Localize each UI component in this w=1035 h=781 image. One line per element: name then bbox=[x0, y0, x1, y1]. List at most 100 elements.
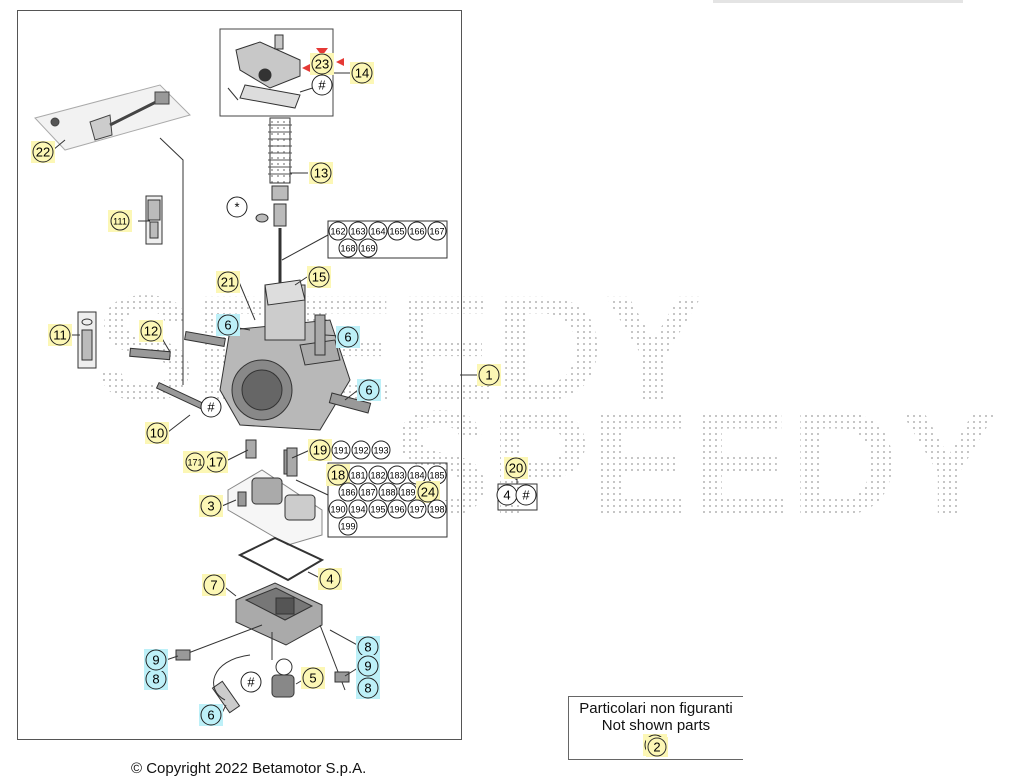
callout-c6d: 6 bbox=[199, 704, 223, 726]
callout-c11-label: 11 bbox=[53, 328, 67, 343]
callout-186-label: 186 bbox=[340, 488, 355, 498]
callout-195: 195 bbox=[368, 499, 388, 519]
callout-c6b: 6 bbox=[336, 326, 360, 348]
callout-164: 164 bbox=[368, 221, 388, 241]
callout-c111-label: 111 bbox=[113, 217, 127, 227]
legend-item: 2 bbox=[653, 740, 660, 755]
callout-c9a: 9 bbox=[144, 649, 168, 671]
callout-chash1-label: # bbox=[318, 78, 326, 93]
group-box-162 bbox=[327, 220, 448, 259]
legend-line-2: Not shown parts bbox=[601, 717, 711, 734]
gasket bbox=[237, 536, 325, 582]
callout-c1: 1 bbox=[477, 364, 501, 386]
spring-needle-stack bbox=[255, 117, 292, 285]
callout-c15-label: 15 bbox=[312, 270, 326, 285]
callout-c20: 20 bbox=[504, 457, 528, 479]
callout-194: 194 bbox=[348, 499, 368, 519]
callout-168: 168 bbox=[338, 238, 358, 258]
callout-c8b-label: 8 bbox=[152, 672, 159, 687]
callout-c4: 4 bbox=[318, 568, 342, 590]
needle-seat bbox=[286, 447, 298, 477]
callout-c7-label: 7 bbox=[210, 578, 217, 593]
callout-c5-label: 5 bbox=[309, 671, 316, 686]
callout-c12: 12 bbox=[139, 320, 163, 342]
callout-197: 197 bbox=[407, 499, 427, 519]
callout-c171-label: 171 bbox=[187, 458, 202, 468]
callout-c17-label: 17 bbox=[209, 455, 223, 470]
callout-c23-label: 23 bbox=[315, 57, 329, 72]
callout-c10-label: 10 bbox=[150, 426, 164, 441]
callout-c6b-label: 6 bbox=[344, 330, 351, 345]
callout-188: 188 bbox=[378, 482, 398, 502]
callout-197-label: 197 bbox=[409, 505, 424, 515]
carburetor-body bbox=[129, 279, 372, 475]
callout-c22: 22 bbox=[31, 141, 55, 163]
callout-c14: 14 bbox=[350, 62, 374, 84]
callout-167: 167 bbox=[427, 221, 447, 241]
part-11 bbox=[77, 311, 97, 369]
throttle-cap-part bbox=[227, 34, 301, 109]
callout-c1-label: 1 bbox=[485, 368, 492, 383]
callout-181-label: 181 bbox=[350, 471, 365, 481]
callout-cstar: * bbox=[226, 196, 248, 218]
callout-184-label: 184 bbox=[409, 471, 424, 481]
callout-c6a: 6 bbox=[216, 314, 240, 336]
callout-chash3: # bbox=[240, 671, 262, 693]
callout-192: 192 bbox=[351, 440, 371, 460]
legend-line-1: Particolari non figuranti bbox=[579, 700, 733, 717]
callout-c21: 21 bbox=[216, 271, 240, 293]
callout-c6c: 6 bbox=[357, 379, 381, 401]
callout-c13-label: 13 bbox=[314, 166, 328, 181]
callout-c8b: 8 bbox=[144, 668, 168, 690]
callout-189: 189 bbox=[398, 482, 418, 502]
callout-c7: 7 bbox=[202, 574, 226, 596]
callout-c21-label: 21 bbox=[221, 275, 235, 290]
callout-166: 166 bbox=[407, 221, 427, 241]
callout-196: 196 bbox=[387, 499, 407, 519]
callout-c20-label: 20 bbox=[509, 461, 523, 476]
callout-c8c-label: 8 bbox=[364, 681, 371, 696]
red-markers bbox=[302, 48, 344, 72]
callout-c19: 19 bbox=[308, 439, 332, 461]
callout-196-label: 196 bbox=[389, 505, 404, 515]
callout-c22-label: 22 bbox=[36, 145, 50, 160]
callout-192-label: 192 bbox=[353, 446, 368, 456]
float-bowl bbox=[175, 582, 350, 714]
callout-c14-label: 14 bbox=[355, 66, 369, 81]
watermark-bottom: SPEEDY bbox=[390, 379, 999, 547]
callout-168-label: 168 bbox=[340, 244, 355, 254]
callout-c3: 3 bbox=[199, 495, 223, 517]
callout-187-label: 187 bbox=[360, 488, 375, 498]
callout-c8c: 8 bbox=[356, 677, 380, 699]
callout-c13: 13 bbox=[309, 162, 333, 184]
callout-c8a-label: 8 bbox=[364, 640, 371, 655]
callout-165: 165 bbox=[387, 221, 407, 241]
callout-c11: 11 bbox=[48, 324, 72, 346]
callout-190: 190 bbox=[328, 499, 348, 519]
callout-162-label: 162 bbox=[330, 227, 345, 237]
callout-c23: 23 bbox=[310, 53, 334, 75]
callout-199: 199 bbox=[338, 516, 358, 536]
callout-186: 186 bbox=[338, 482, 358, 502]
group-box-18 bbox=[327, 462, 448, 538]
callout-chashb: # bbox=[515, 484, 537, 506]
part-111 bbox=[145, 195, 163, 245]
callout-c4b: 4 bbox=[496, 484, 518, 506]
callout-c6c-label: 6 bbox=[365, 383, 372, 398]
callout-183: 183 bbox=[387, 465, 407, 485]
top-scroll-strip bbox=[713, 0, 963, 3]
callout-190-label: 190 bbox=[330, 505, 345, 515]
callout-c9b-label: 9 bbox=[364, 659, 371, 674]
callout-c9a-label: 9 bbox=[152, 653, 159, 668]
callout-167-label: 167 bbox=[429, 227, 444, 237]
callout-166-label: 166 bbox=[409, 227, 424, 237]
callout-chashb-label: # bbox=[522, 488, 530, 503]
callout-163: 163 bbox=[348, 221, 368, 241]
callout-198: 198 bbox=[427, 499, 447, 519]
callout-18-label: 18 bbox=[331, 468, 345, 483]
callout-164-label: 164 bbox=[370, 227, 385, 237]
callout-193-label: 193 bbox=[373, 446, 388, 456]
